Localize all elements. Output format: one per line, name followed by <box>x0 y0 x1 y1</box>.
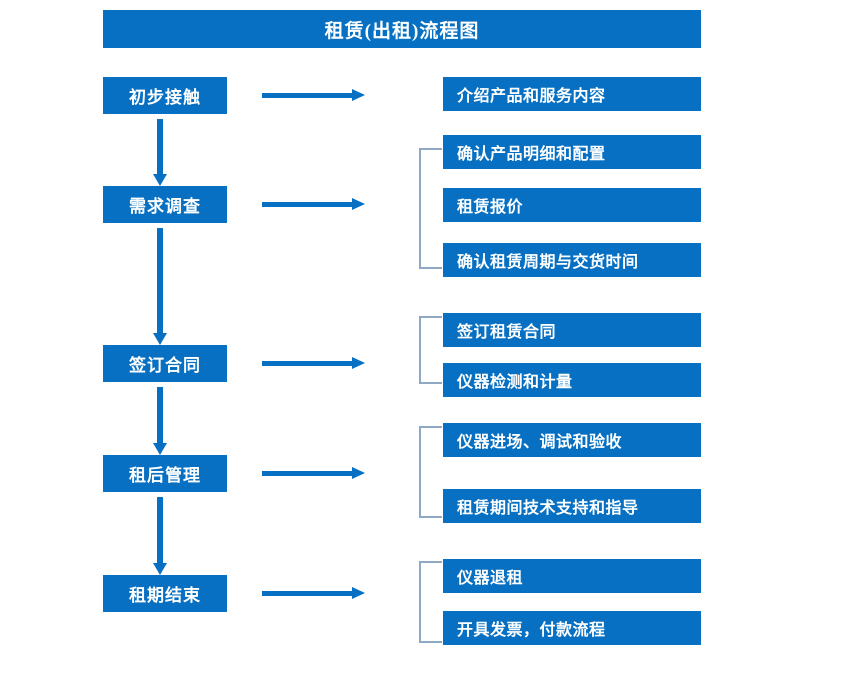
stage-box-1[interactable]: 初步接触 <box>103 77 227 114</box>
stage-box-4[interactable]: 租后管理 <box>103 455 227 492</box>
horizontal-arrow-2 <box>262 197 366 211</box>
arrow-shaft <box>262 202 354 207</box>
group-bracket-3 <box>419 316 442 384</box>
arrow-shaft <box>157 119 163 174</box>
group-bracket-4 <box>419 426 442 518</box>
arrow-head <box>352 198 365 210</box>
detail-box-10[interactable]: 开具发票，付款流程 <box>443 611 701 645</box>
stage-box-3[interactable]: 签订合同 <box>103 345 227 382</box>
arrow-head <box>153 443 167 455</box>
arrow-shaft <box>157 497 163 563</box>
detail-box-3[interactable]: 租赁报价 <box>443 188 701 222</box>
vertical-arrow-4 <box>153 497 167 575</box>
vertical-arrow-1 <box>153 119 167 186</box>
detail-box-5[interactable]: 签订租赁合同 <box>443 313 701 347</box>
chart-title: 租赁(出租)流程图 <box>103 10 701 48</box>
detail-box-7[interactable]: 仪器进场、调试和验收 <box>443 423 701 457</box>
arrow-head <box>153 174 167 186</box>
horizontal-arrow-4 <box>262 466 366 480</box>
arrow-head <box>153 333 167 345</box>
detail-box-9[interactable]: 仪器退租 <box>443 559 701 593</box>
arrow-shaft <box>262 361 354 366</box>
arrow-head <box>352 357 365 369</box>
arrow-shaft <box>157 228 163 333</box>
group-bracket-5 <box>419 561 442 643</box>
detail-box-1[interactable]: 介绍产品和服务内容 <box>443 77 701 111</box>
horizontal-arrow-1 <box>262 88 366 102</box>
arrow-head <box>153 563 167 575</box>
vertical-arrow-3 <box>153 387 167 455</box>
arrow-shaft <box>262 471 354 476</box>
arrow-head <box>352 467 365 479</box>
group-bracket-2 <box>419 148 442 269</box>
detail-box-2[interactable]: 确认产品明细和配置 <box>443 135 701 169</box>
arrow-shaft <box>262 591 354 596</box>
arrow-head <box>352 89 365 101</box>
horizontal-arrow-5 <box>262 586 366 600</box>
stage-box-5[interactable]: 租期结束 <box>103 575 227 612</box>
detail-box-8[interactable]: 租赁期间技术支持和指导 <box>443 489 701 523</box>
horizontal-arrow-3 <box>262 356 366 370</box>
detail-box-4[interactable]: 确认租赁周期与交货时间 <box>443 243 701 277</box>
stage-box-2[interactable]: 需求调查 <box>103 186 227 223</box>
detail-box-6[interactable]: 仪器检测和计量 <box>443 363 701 397</box>
arrow-shaft <box>262 93 354 98</box>
arrow-shaft <box>157 387 163 443</box>
arrow-head <box>352 587 365 599</box>
vertical-arrow-2 <box>153 228 167 345</box>
